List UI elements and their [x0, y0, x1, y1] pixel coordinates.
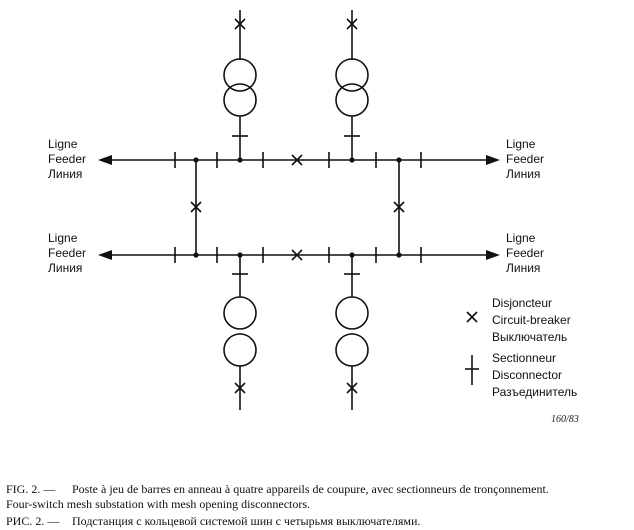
feeder-label-line: Feeder	[48, 152, 87, 166]
caption-line-1: FIG. 2. — Poste à jeu de barres en anneau…	[6, 482, 549, 496]
breaker-top-mesh	[291, 154, 303, 166]
feeder-label-line: Ligne	[506, 231, 536, 245]
arrow-bottom-right	[486, 250, 500, 260]
tx-bottom-right-winding-lower	[335, 333, 369, 367]
tx-top-left-winding-lower	[223, 83, 257, 117]
legend-line: Выключатель	[492, 330, 568, 344]
breaker-left-mesh	[190, 201, 202, 213]
feeder-label-line: Линия	[48, 261, 83, 275]
feeder-label-line: Ligne	[48, 137, 78, 151]
legend-line: Circuit-breaker	[492, 313, 571, 327]
tx-top-left-winding-upper	[223, 58, 257, 92]
tx-bottom-left-winding-lower	[223, 333, 257, 367]
breaker-top-right-transformer	[346, 18, 358, 30]
breaker-bottom-mesh	[291, 249, 303, 261]
arrow-top-left	[98, 155, 112, 165]
breaker-bottom-right-transformer	[346, 382, 358, 394]
caption-text-ru: Подстанция с кольцевой системой шин с че…	[72, 514, 421, 528]
feeder-label-bottom-right: Ligne Feeder Линия	[506, 231, 544, 276]
breaker-bottom-left-transformer	[234, 382, 246, 394]
caption-line-2: Four-switch mesh substation with mesh op…	[6, 497, 310, 511]
tx-bottom-right-winding-upper	[335, 296, 369, 330]
feeder-label-top-right: Ligne Feeder Линия	[506, 137, 544, 182]
feeder-label-line: Feeder	[506, 246, 545, 260]
arrow-top-right	[486, 155, 500, 165]
node	[349, 252, 355, 258]
feeder-label-bottom-left: Ligne Feeder Линия	[48, 231, 86, 276]
node	[193, 252, 199, 258]
legend-line: Disjoncteur	[492, 296, 553, 310]
legend-line: Разъединитель	[492, 385, 578, 399]
arrow-bottom-left	[98, 250, 112, 260]
tx-top-right-winding-upper	[335, 58, 369, 92]
figure-reference-number: 160/83	[551, 414, 579, 425]
tx-top-right-winding-lower	[335, 83, 369, 117]
tx-bottom-left-winding-upper	[223, 296, 257, 330]
feeder-label-top-left: Ligne Feeder Линия	[48, 137, 86, 182]
legend-line: Sectionneur	[492, 351, 557, 365]
caption-text-en: Four-switch mesh substation with mesh op…	[6, 497, 311, 511]
feeder-label-line: Линия	[506, 167, 541, 181]
feeder-label-line: Feeder	[506, 152, 545, 166]
caption-text-fr: Poste à jeu de barres en anneau à quatre…	[72, 482, 549, 496]
caption-fig-number: FIG. 2. —	[6, 482, 56, 496]
caption-line-3: РИС. 2. — Подстанция с кольцевой системой…	[6, 514, 420, 528]
node	[396, 157, 402, 163]
legend-disconnector-text: Sectionneur Disconnector Разъединитель	[492, 350, 577, 401]
feeder-label-line: Feeder	[48, 246, 87, 260]
breaker-right-mesh	[393, 201, 405, 213]
node	[237, 157, 243, 163]
legend-line: Disconnector	[492, 368, 563, 382]
node	[237, 252, 243, 258]
breaker-top-left-transformer	[234, 18, 246, 30]
node	[193, 157, 199, 163]
legend-breaker-symbol	[466, 311, 478, 323]
node	[349, 157, 355, 163]
node	[396, 252, 402, 258]
feeder-label-line: Линия	[48, 167, 83, 181]
caption-ris-number: РИС. 2. —	[6, 514, 60, 528]
feeder-label-line: Ligne	[506, 137, 536, 151]
legend-breaker-text: Disjoncteur Circuit-breaker Выключатель	[492, 295, 571, 346]
feeder-label-line: Линия	[506, 261, 541, 275]
feeder-label-line: Ligne	[48, 231, 78, 245]
